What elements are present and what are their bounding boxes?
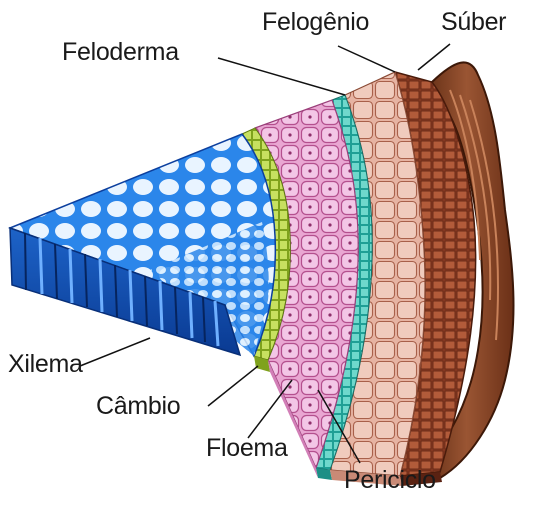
label-xilema: Xilema (8, 352, 83, 377)
label-suber: Súber (441, 10, 506, 35)
label-periciclo: Periciclo (344, 468, 436, 493)
label-feloderma: Feloderma (62, 40, 179, 65)
label-floema: Floema (206, 436, 288, 461)
label-cambio: Câmbio (96, 394, 180, 419)
label-felogenio: Felogênio (262, 10, 369, 35)
